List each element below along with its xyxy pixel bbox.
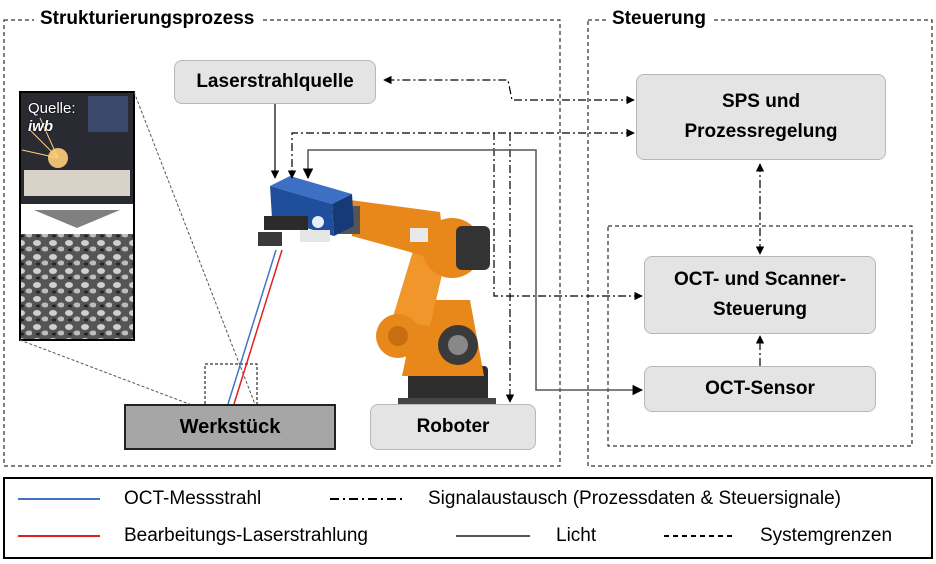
legend-box xyxy=(3,477,933,559)
node-sps-label-line2: Prozessregelung xyxy=(684,121,838,142)
legend-laser-label: Bearbeitungs-Laserstrahlung xyxy=(124,525,368,546)
node-oct-control-label-line1: OCT- und Scanner- xyxy=(673,269,847,290)
robot-illustration xyxy=(338,200,496,408)
node-laser-source-label: Laserstrahlquelle xyxy=(196,71,354,92)
section-title-process: Strukturierungsprozess xyxy=(34,8,261,30)
node-workpiece: Werkstück xyxy=(124,404,336,450)
node-robot: Roboter xyxy=(370,404,536,450)
photo-source-label: Quelle: iwb xyxy=(28,100,76,136)
process-photo-inset xyxy=(19,91,135,341)
sps-scanner-signal-connector xyxy=(287,128,635,179)
legend-boundary-label: Systemgrenzen xyxy=(760,525,893,546)
legend-light-label: Licht xyxy=(556,525,597,546)
scanner-head-illustration xyxy=(258,176,354,246)
legend-oct-beam-label: OCT-Messstrahl xyxy=(124,488,262,509)
node-oct-control-label-line2: Steuerung xyxy=(713,299,807,320)
control-boundary xyxy=(587,19,933,467)
node-oct-sensor: OCT-Sensor xyxy=(644,366,876,412)
oct-sensor-scanner-light-connector xyxy=(302,149,644,396)
processing-laser-beam xyxy=(233,249,283,405)
node-sps-process-control: SPS und Prozessregelung xyxy=(636,74,886,160)
section-title-control: Steuerung xyxy=(606,8,712,30)
node-robot-label: Roboter xyxy=(416,416,490,437)
node-sps-label-line1: SPS und xyxy=(721,91,801,112)
node-laser-source: Laserstrahlquelle xyxy=(174,60,376,104)
legend-signal-label: Signalaustausch (Prozessdaten & Steuersi… xyxy=(428,488,841,509)
photo-source-label-line2: iwb xyxy=(28,118,53,135)
node-workpiece-label: Werkstück xyxy=(179,416,281,438)
node-oct-scanner-control: OCT- und Scanner- Steuerung xyxy=(644,256,876,334)
sps-laser-signal-connector xyxy=(383,75,635,105)
oct-control-scanner-signal-connector xyxy=(493,133,643,301)
photo-source-label-line1: Quelle: xyxy=(28,100,76,117)
node-oct-sensor-label: OCT-Sensor xyxy=(705,378,815,399)
oct-beam xyxy=(227,249,277,405)
arrow-down-icon xyxy=(34,210,120,228)
